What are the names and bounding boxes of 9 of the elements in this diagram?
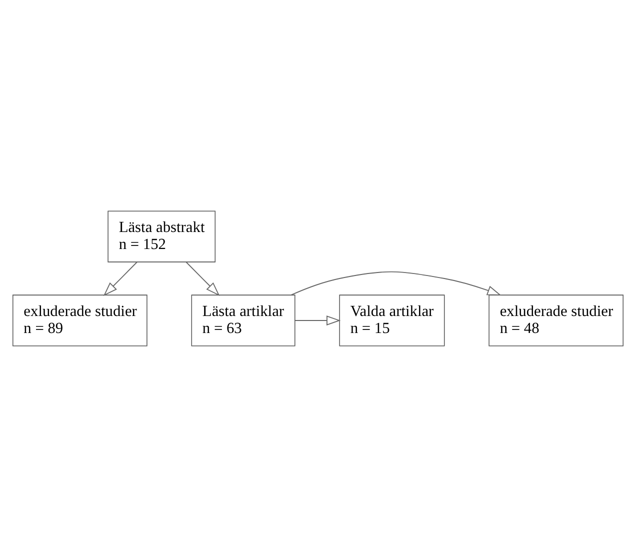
node-box: Lästa abstrakt n = 152 bbox=[108, 210, 216, 262]
node-box: Valda artiklar n = 15 bbox=[339, 294, 445, 346]
arrow bbox=[103, 262, 138, 296]
node-box: exluderade studier n = 48 bbox=[488, 294, 624, 346]
arrow bbox=[290, 271, 502, 296]
arrow bbox=[186, 262, 220, 296]
node-box: exluderade studier n = 89 bbox=[12, 294, 148, 346]
node-box: Lästa artiklar n = 63 bbox=[191, 294, 296, 346]
arrow bbox=[294, 316, 341, 326]
